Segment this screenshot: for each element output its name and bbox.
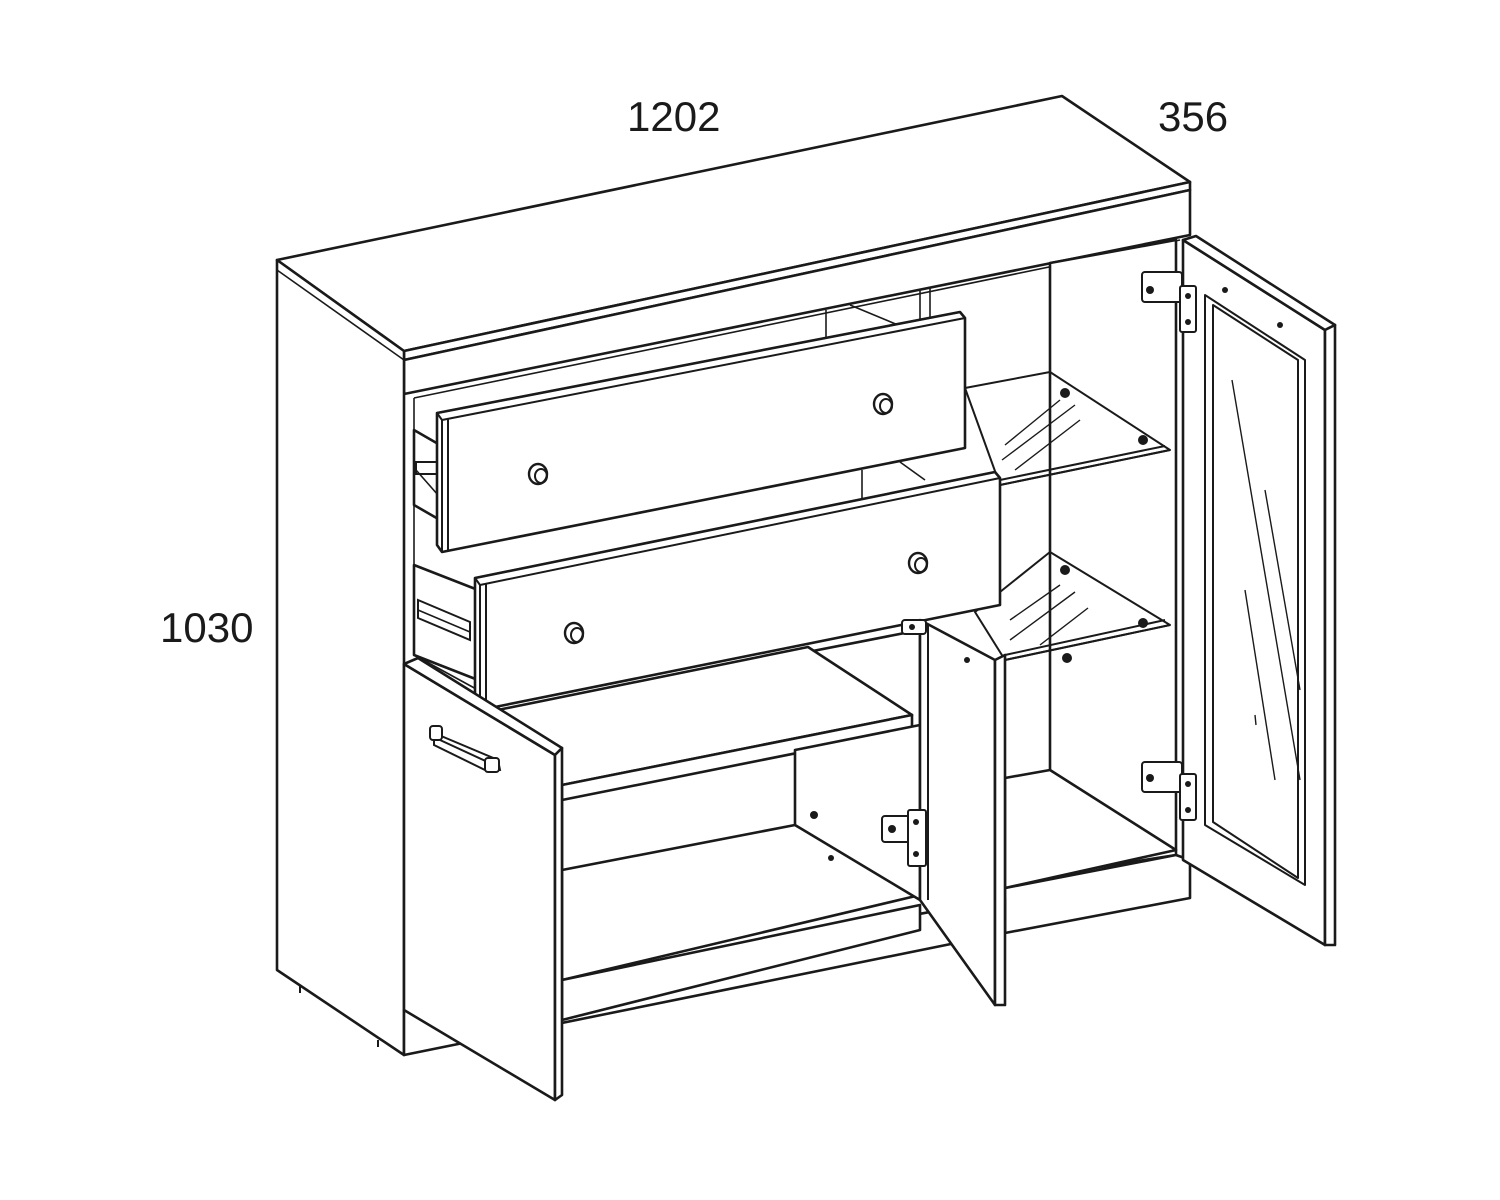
glass-door[interactable]: [1141, 234, 1337, 947]
middle-door-edge: [993, 653, 1007, 1007]
height-dimension-label: 1030: [160, 604, 254, 651]
lower-drawer-knob-right[interactable]: [907, 551, 929, 575]
glass-pane: [1204, 294, 1306, 886]
lower-drawer-knob-left[interactable]: [563, 621, 585, 645]
depth-dimension-label: 356: [1158, 93, 1229, 140]
left-side-panel: [275, 258, 406, 1057]
upper-drawer-knob-left[interactable]: [527, 462, 549, 486]
upper-drawer-knob-right[interactable]: [872, 392, 894, 416]
hinge-icon: [901, 619, 927, 635]
left-compartment: [486, 628, 922, 1022]
hinge-icon: [1141, 271, 1197, 333]
hinge-icon: [1141, 761, 1197, 821]
hinge-icon: [881, 809, 927, 867]
upper-drawer[interactable]: [435, 310, 967, 554]
middle-door[interactable]: [881, 618, 1007, 1007]
left-door[interactable]: [402, 656, 564, 1102]
bar-handle-icon[interactable]: [429, 725, 502, 773]
right-compartment: [964, 371, 1178, 890]
width-dimension-label: 1202: [627, 93, 721, 140]
